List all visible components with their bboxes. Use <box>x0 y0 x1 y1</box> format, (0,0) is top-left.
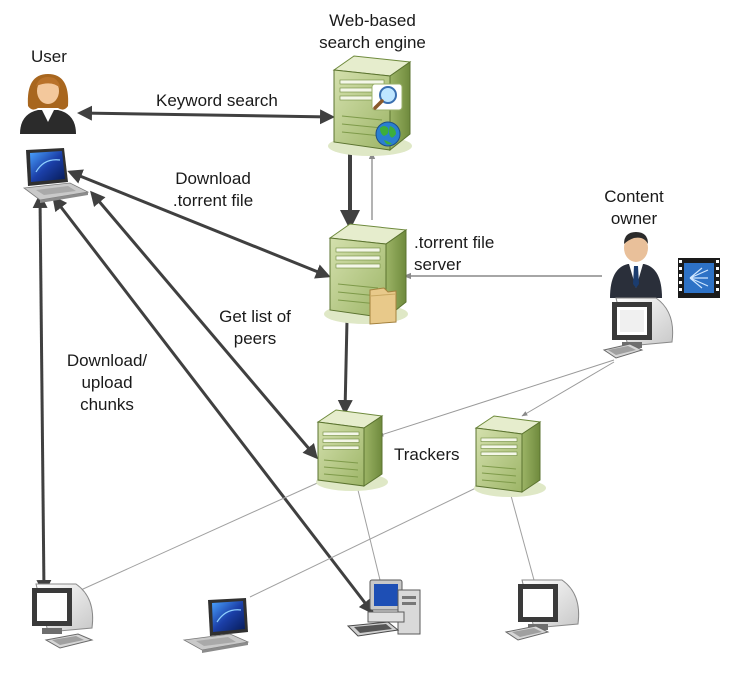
torrent-server-label-line1: .torrent file <box>414 233 495 252</box>
desktop-pc-icon <box>346 579 421 637</box>
file-server-icon <box>324 223 408 325</box>
keyword-search-label: Keyword search <box>156 91 278 110</box>
tracker2-to-peer4-line <box>509 491 535 581</box>
search-engine-label: Web-based search engine <box>300 10 445 54</box>
film-icon <box>678 258 720 298</box>
tracker1-to-peer3-line <box>356 485 381 581</box>
tracker1-to-peer1-line <box>71 479 325 595</box>
owner-to-tracker1-arrow <box>377 359 615 437</box>
crt-monitor-icon <box>504 579 580 641</box>
torrent-server-label-line2: server <box>414 255 462 274</box>
search-engine-label-line2: search engine <box>319 33 426 52</box>
content-owner-label-line1: Content <box>604 187 664 206</box>
chunks-label-line1: Download/ <box>66 351 148 370</box>
owner-to-tracker2-arrow <box>521 361 615 417</box>
search-server-icon <box>328 55 412 156</box>
content-owner-label-line2: owner <box>610 209 658 228</box>
keyword-search-arrow <box>77 105 335 125</box>
crt-monitor-icon <box>32 583 94 649</box>
get-peers-label-line2: peers <box>233 329 277 348</box>
woman-user-icon <box>20 74 76 134</box>
connections <box>32 105 615 615</box>
chunks-label-line2: upload <box>81 373 133 392</box>
download-torrent-label-line1: Download <box>175 169 251 188</box>
chunks-peer3-arrow <box>52 195 374 615</box>
tracker-server-icon <box>316 409 388 491</box>
download-torrent-label-line2: .torrent file <box>172 191 254 210</box>
chunks-label-line3: chunks <box>80 395 134 414</box>
get-peers-label-line1: Get list of <box>219 307 291 326</box>
chunks-peer1-arrow <box>32 193 52 595</box>
download-torrent-label: Download .torrent file <box>158 168 268 212</box>
search-engine-label-line1: Web-based <box>329 11 416 30</box>
laptop-icon <box>182 598 250 653</box>
chunks-label: Download/ upload chunks <box>56 350 158 416</box>
content-owner-label: Content owner <box>588 186 680 230</box>
trackers-label: Trackers <box>394 445 460 464</box>
torrent-to-tracker-arrow <box>337 319 353 415</box>
crt-monitor-icon <box>602 297 674 359</box>
user-label: User <box>31 47 67 66</box>
laptop-icon <box>22 148 90 203</box>
tracker-server-icon <box>474 415 546 497</box>
get-peers-label: Get list of peers <box>206 306 304 350</box>
tracker2-to-peer2-line <box>249 485 481 598</box>
businessman-icon <box>610 232 662 298</box>
torrent-server-label: .torrent file server <box>414 232 494 276</box>
